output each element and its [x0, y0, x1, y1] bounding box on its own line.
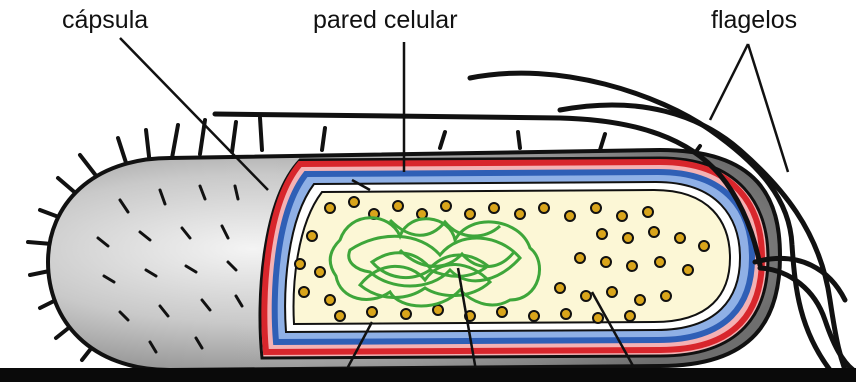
ribosome — [433, 305, 443, 315]
ribosome — [299, 287, 309, 297]
ribosome — [307, 231, 317, 241]
ribosome — [655, 257, 665, 267]
ribosome — [555, 283, 565, 293]
bottom-crop-bar — [0, 368, 856, 382]
ribosome — [441, 201, 451, 211]
ribosome — [627, 261, 637, 271]
ribosome — [349, 197, 359, 207]
ribosome — [465, 209, 475, 219]
ribosome — [295, 259, 305, 269]
ribosome — [575, 253, 585, 263]
ribosome — [497, 307, 507, 317]
ribosome — [539, 203, 549, 213]
ribosome — [675, 233, 685, 243]
cell-envelope — [260, 158, 768, 358]
ribosome — [325, 203, 335, 213]
ribosome — [635, 295, 645, 305]
ribosome — [561, 309, 571, 319]
ribosome — [515, 209, 525, 219]
ribosome — [591, 203, 601, 213]
ribosome — [601, 257, 611, 267]
ribosome — [489, 203, 499, 213]
ribosome — [335, 311, 345, 321]
ribosome — [367, 307, 377, 317]
ribosome — [315, 267, 325, 277]
ribosome — [401, 309, 411, 319]
ribosome — [565, 211, 575, 221]
ribosome — [625, 311, 635, 321]
ribosome — [643, 207, 653, 217]
cytoplasm — [294, 190, 730, 324]
ribosome — [529, 311, 539, 321]
ribosome — [683, 265, 693, 275]
ribosome — [393, 201, 403, 211]
ribosome — [597, 229, 607, 239]
ribosome — [581, 291, 591, 301]
ribosome — [593, 313, 603, 323]
ribosome — [649, 227, 659, 237]
ribosome — [607, 287, 617, 297]
ribosome — [617, 211, 627, 221]
ribosome — [623, 233, 633, 243]
ribosome — [325, 295, 335, 305]
ribosome — [661, 291, 671, 301]
ribosome — [699, 241, 709, 251]
